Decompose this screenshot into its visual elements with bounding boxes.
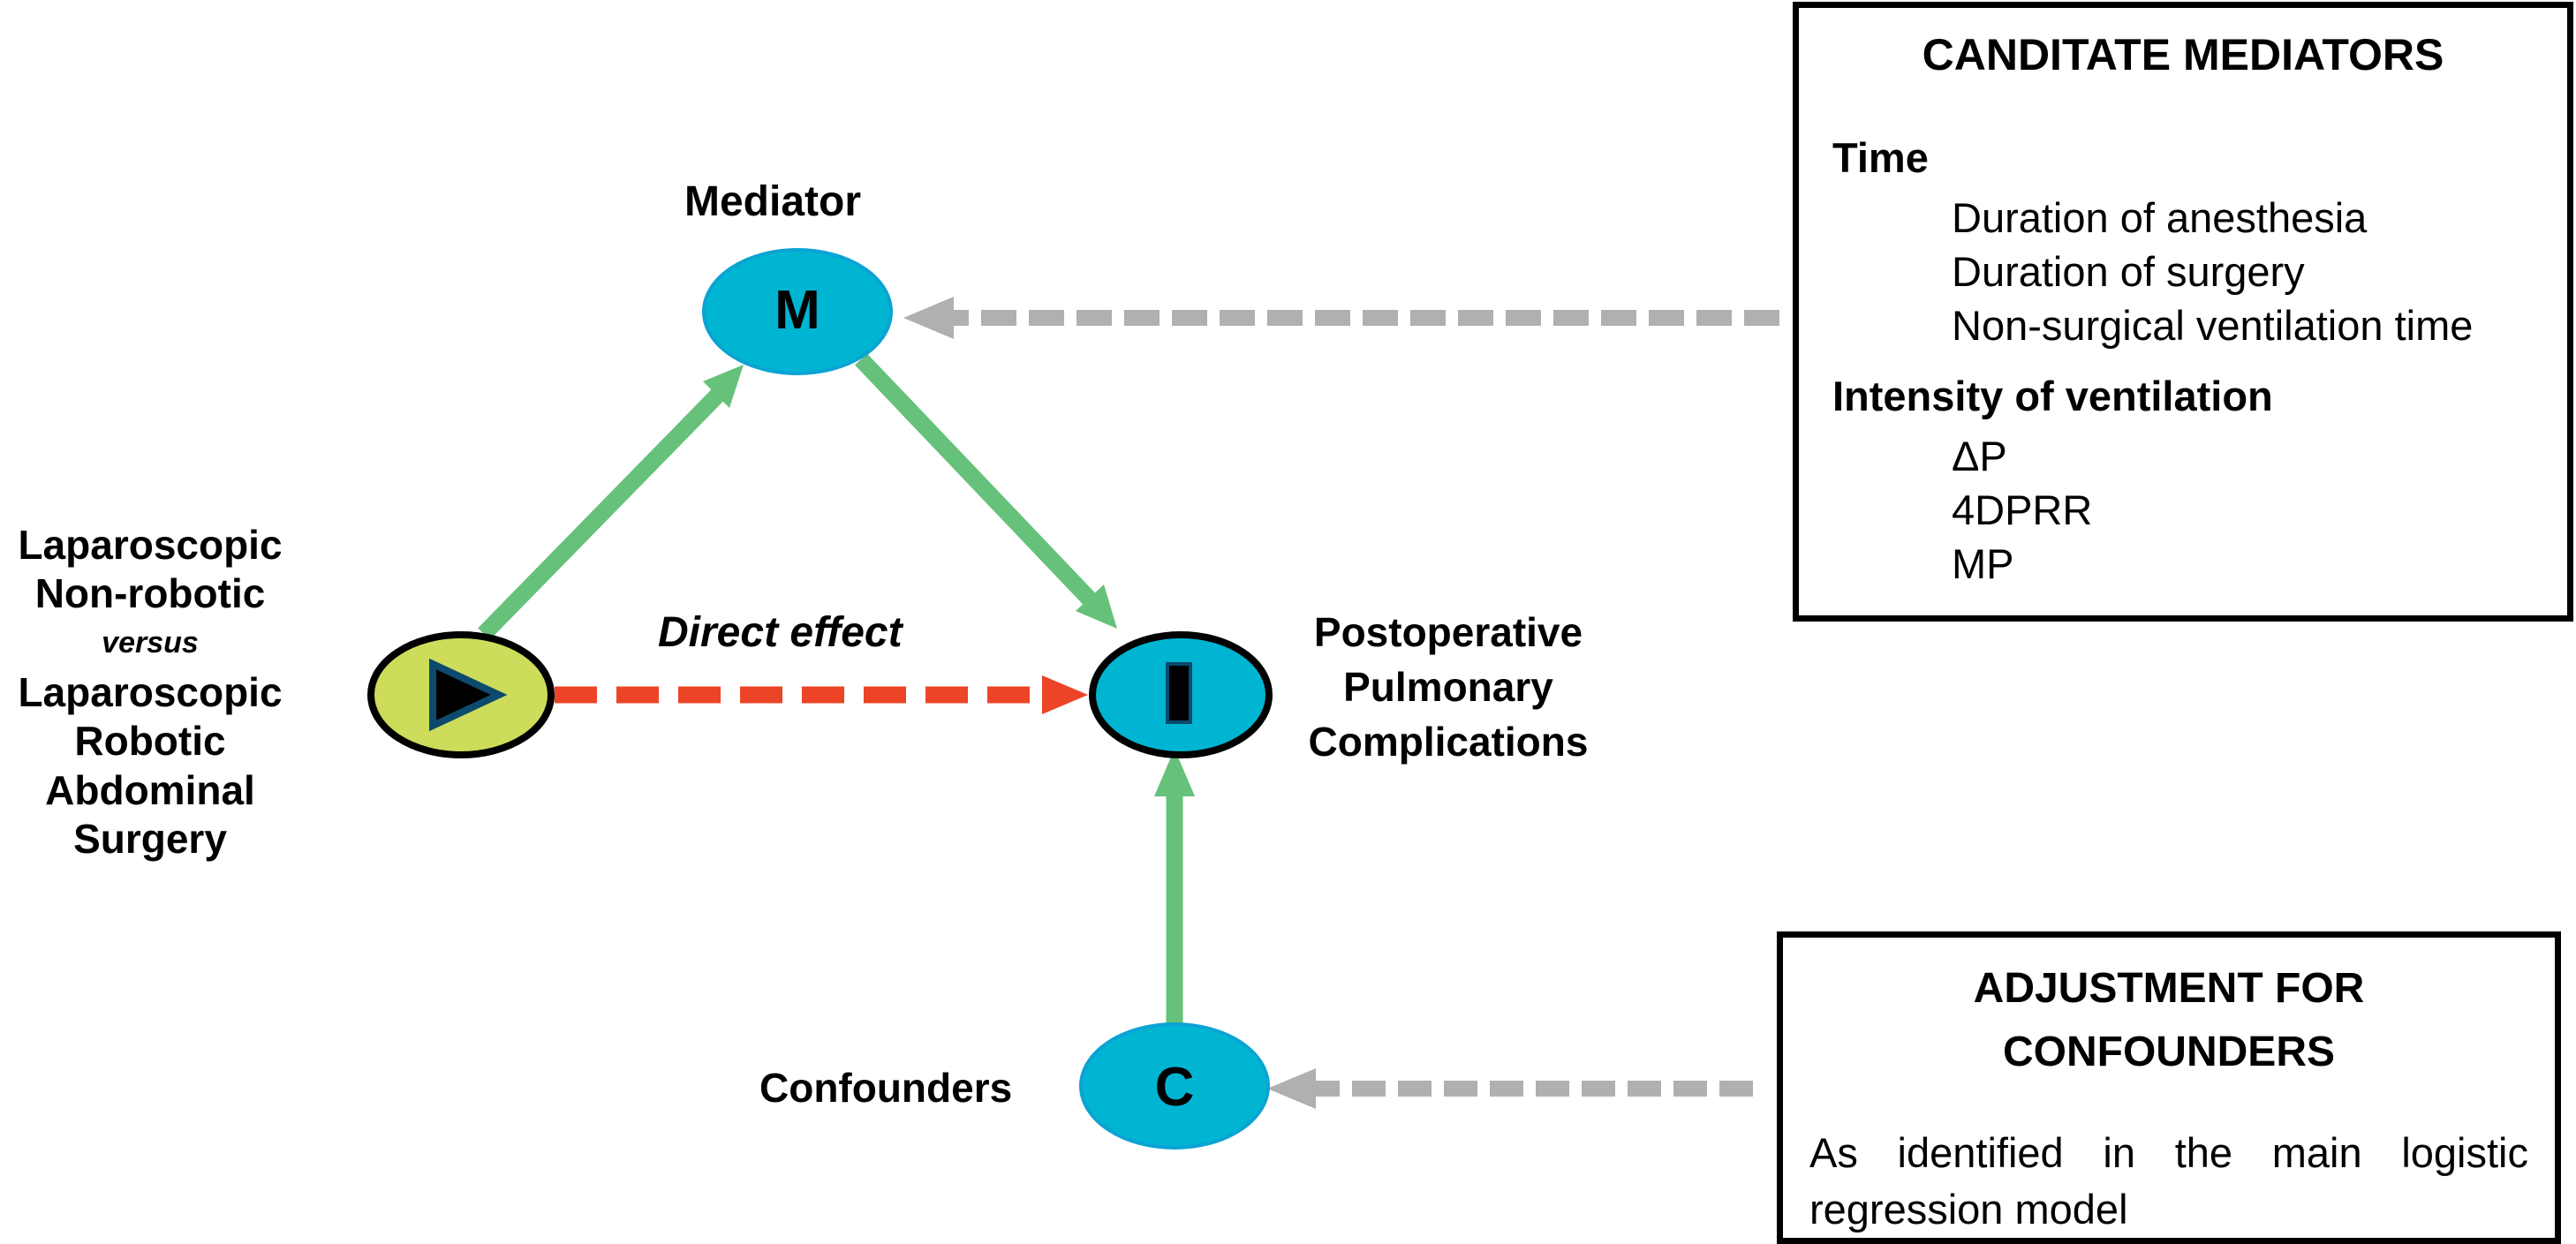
edge-exposure-to-mediator — [478, 365, 744, 640]
mediator-label: Mediator — [684, 178, 862, 225]
pointer-confounders-box-to-c — [1267, 1068, 1753, 1109]
mediator-item: Duration of anesthesia — [1952, 194, 2368, 241]
edge-mediator-to-outcome — [855, 353, 1117, 629]
outcome-label-line-3: Complications — [1308, 719, 1589, 765]
mediator-item: 4DPRR — [1952, 486, 2093, 533]
outcome-letter-bar — [1166, 662, 1192, 724]
candidate-mediators-box: CANDITATE MEDIATORS Time Duration of ane… — [1793, 2, 2573, 622]
exposure-line-1: Laparoscopic — [18, 522, 283, 568]
confounders-adjustment-box: ADJUSTMENT FOR CONFOUNDERS As identified… — [1777, 931, 2561, 1244]
confounder-letter: C — [1154, 1057, 1195, 1118]
exposure-line-4: Robotic — [74, 718, 226, 765]
confounder-label: Confounders — [759, 1065, 1013, 1111]
mediator-letter: M — [774, 280, 820, 341]
pointer-mediators-box-to-m — [903, 297, 1779, 339]
direct-effect-label: Direct effect — [658, 609, 903, 656]
edge-confounder-to-outcome — [1154, 749, 1195, 1029]
edge-direct-effect — [555, 675, 1088, 714]
mediator-item: Duration of surgery — [1952, 248, 2305, 295]
group-title: Time — [1832, 134, 1929, 181]
outcome-label-line-1: Postoperative — [1313, 609, 1583, 655]
group-title: Intensity of ventilation — [1832, 373, 2273, 419]
confounder-node — [1079, 1022, 1270, 1150]
mediator-item: MP — [1952, 540, 2014, 587]
mediator-group-intensity: Intensity of ventilation ΔP 4DPRR MP — [1832, 372, 2534, 591]
outcome-label: Postoperative Pulmonary Complications — [1272, 605, 1625, 769]
exposure-line-2: Non-robotic — [34, 570, 266, 617]
mediator-node — [702, 248, 893, 375]
exposure-line-5: Abdominal — [45, 766, 255, 813]
exposure-line-6: Surgery — [73, 815, 227, 862]
outcome-label-line-2: Pulmonary — [1343, 664, 1553, 711]
mediator-item: ΔP — [1952, 433, 2007, 479]
mediator-item: Non-surgical ventilation time — [1952, 302, 2474, 349]
confounders-box-text: As identified in the main logistic regre… — [1809, 1129, 2528, 1233]
exposure-versus: versus — [102, 626, 199, 660]
confounders-box-title-2: CONFOUNDERS — [2002, 1029, 2335, 1075]
mediators-box-title: CANDITATE MEDIATORS — [1922, 30, 2444, 79]
play-triangle-icon — [429, 658, 508, 732]
confounders-box-title-1: ADJUSTMENT FOR — [1973, 965, 2365, 1012]
exposure-line-3: Laparoscopic — [18, 669, 283, 716]
mediator-group-time: Time Duration of anesthesia Duration of … — [1832, 133, 2534, 352]
exposure-label: Laparoscopic Non-robotic versus Laparosc… — [0, 521, 300, 863]
